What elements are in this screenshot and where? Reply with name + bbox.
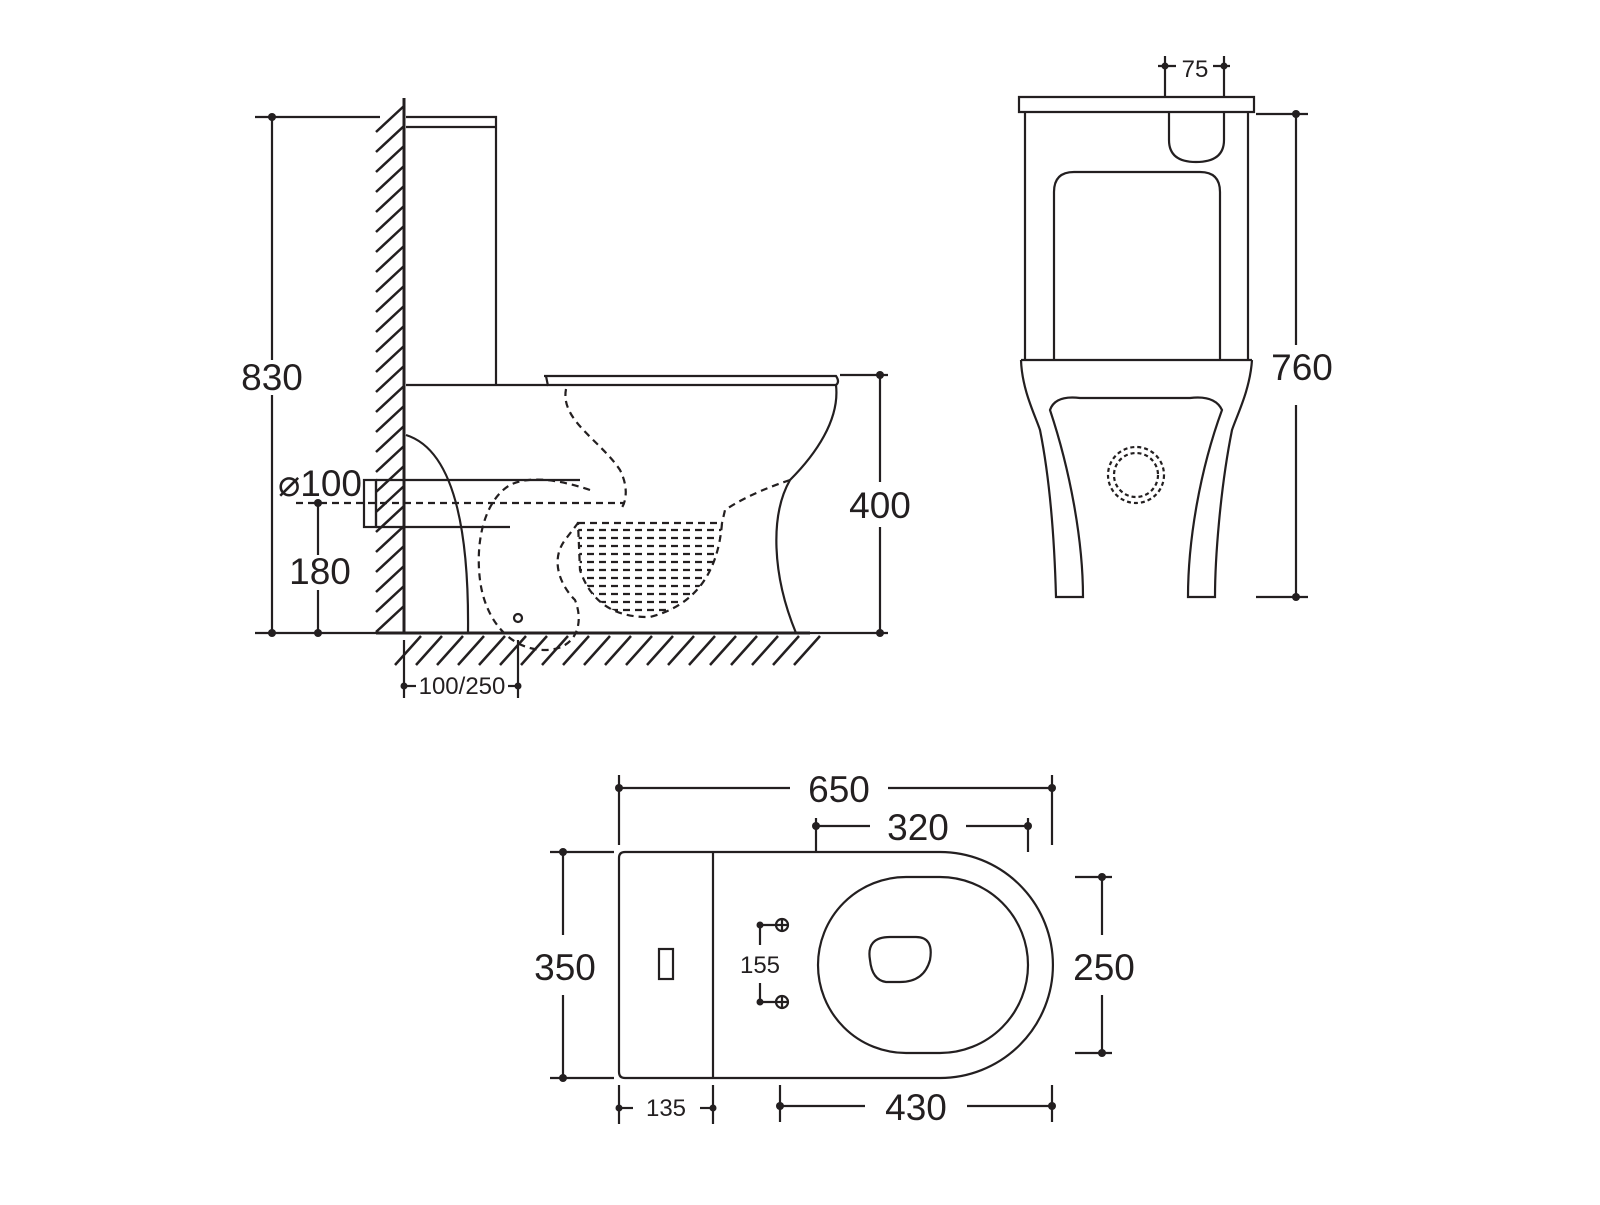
wall-hatch-line [375,525,405,553]
floor-hatch-line [793,635,821,666]
wall [375,98,406,633]
wall-hatch-line [375,365,405,393]
floor-hatch-line [646,635,674,666]
dim-diameter-label: ⌀100 [278,463,362,504]
side-cistern [406,115,498,385]
dim-650: 650 [615,769,1056,845]
wall-hatch-line [375,405,405,433]
dim-180-label: 180 [289,551,351,592]
floor-hatch-line [415,635,443,666]
side-bowl [405,374,840,652]
wall-hatch-line [375,245,405,273]
floor [376,631,821,666]
wall-hatch-line [375,445,405,473]
floor-hatch-line [604,635,632,666]
dim-75: 75 [1158,56,1230,97]
floor-hatch-line [562,635,590,666]
wall-hatch-line [375,165,405,193]
wall-hatch-line [375,485,405,513]
front-view: 75 760 [1017,56,1333,601]
wall-hatch-line [375,265,405,293]
floor-hatch-line [520,635,548,666]
dim-400-label: 400 [849,485,911,526]
floor-hatch-line [436,635,464,666]
front-bowl [1019,358,1254,599]
dim-430-label: 430 [885,1087,947,1128]
floor-hatch-line [667,635,695,666]
wall-hatch-line [375,305,405,333]
dim-250: 250 [1073,873,1135,1057]
dim-350-label: 350 [534,947,596,988]
wall-hatch-line [375,425,405,453]
front-cistern [1017,95,1256,360]
dim-760-label: 760 [1271,347,1333,388]
wall-hatch-line [375,345,405,373]
top-view: 155 650 320 350 [534,769,1135,1128]
dim-830-label: 830 [241,357,303,398]
floor-hatch-line [625,635,653,666]
wall-hatch-line [375,205,405,233]
wall-hatch-line [375,585,405,613]
dim-320-label: 320 [887,807,949,848]
dim-650-label: 650 [808,769,870,810]
floor-hatch-line [772,635,800,666]
dim-135: 135 [615,1085,717,1124]
wall-hatch-line [375,145,405,173]
floor-hatch-line [709,635,737,666]
floor-hatch-line [730,635,758,666]
wall-hatch-line [375,105,405,133]
wall-hatch-line [375,225,405,253]
top-seat [816,875,1030,1055]
floor-hatch-line [394,635,422,666]
wall-hatch-line [375,565,405,593]
bolt-holes: 155 [740,917,790,1010]
side-view: 830 ⌀100 180 400 100/250 [241,98,911,700]
wall-hatch-line [375,185,405,213]
floor-hatch-line [541,635,569,666]
wall-hatch-line [375,285,405,313]
floor-hatch-line [688,635,716,666]
outlet-pipe [296,478,625,529]
dim-400: 400 [800,371,911,637]
dim-155-label: 155 [740,952,780,979]
floor-hatch-line [751,635,779,666]
floor-hatch-line [457,635,485,666]
dim-250-label: 250 [1073,947,1135,988]
dim-135-label: 135 [646,1095,686,1122]
dim-320: 320 [812,807,1032,852]
wall-hatch-line [375,605,405,633]
wall-hatch-line [375,325,405,353]
top-outline [617,850,1055,1080]
dim-offset: 100/250 [400,640,522,700]
dim-430: 430 [776,1085,1056,1128]
wall-hatch-line [375,385,405,413]
floor-hatch-line [583,635,611,666]
floor-hatch-line [478,635,506,666]
floor-hatch-line [499,635,527,666]
dim-offset-label: 100/250 [419,673,506,700]
dim-350: 350 [534,848,614,1082]
wall-hatch-line [375,125,405,153]
dim-760: 760 [1256,110,1333,601]
dim-75-label: 75 [1182,56,1209,83]
dim-pipe: ⌀100 180 [278,463,362,637]
wall-hatch-line [375,545,405,573]
